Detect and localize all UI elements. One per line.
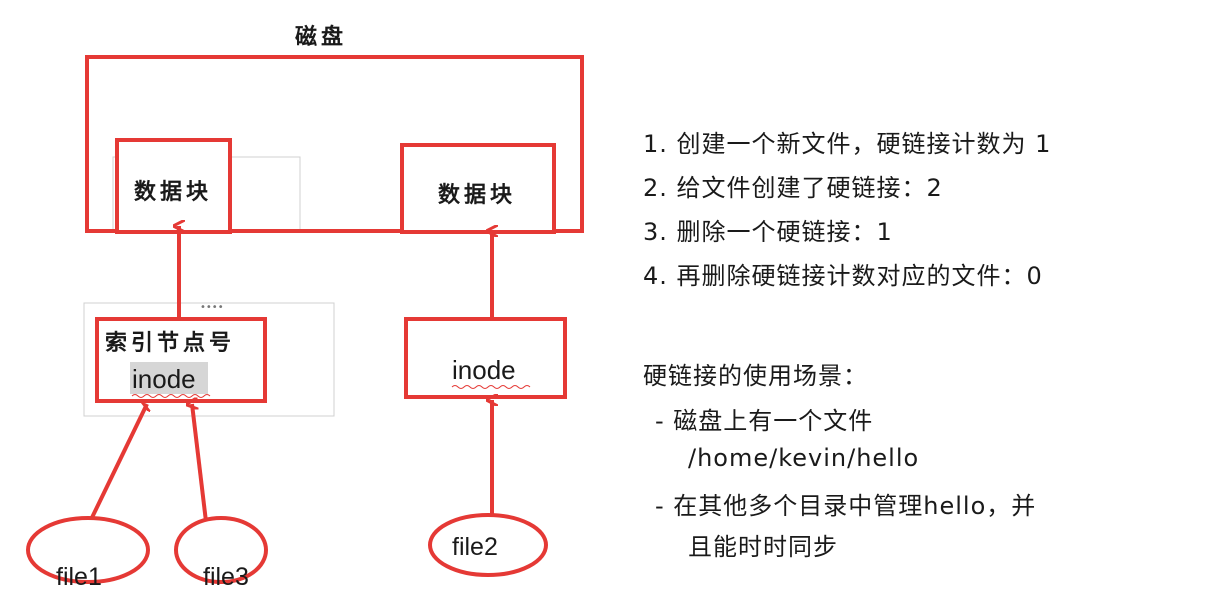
arrow-file1-to-inode — [83, 404, 147, 533]
file1-label: file1 — [56, 563, 102, 591]
arrow-file3-to-inode — [192, 404, 209, 531]
data-block-right — [400, 143, 556, 234]
selection-frame-middle — [83, 302, 335, 417]
data-block-right-label: 数据块 — [438, 182, 516, 208]
file3-node — [174, 516, 268, 584]
data-block-left-label: 数据块 — [134, 179, 212, 205]
inode-box-right — [404, 317, 567, 399]
spellcheck-underline — [131, 394, 211, 398]
spellcheck-underline — [451, 385, 531, 389]
disk-box — [85, 55, 584, 233]
index-node-title: 索引节点号 — [105, 330, 235, 356]
file2-label: file2 — [452, 533, 498, 561]
inode-left-label: inode — [132, 364, 196, 394]
data-block-left — [115, 138, 232, 234]
frame-handle-dots: •••• — [200, 302, 224, 313]
inode-highlight — [130, 362, 208, 394]
inode-right-label: inode — [452, 355, 516, 385]
file1-node — [26, 516, 150, 584]
disk-label: 磁盘 — [295, 24, 347, 50]
file2-node — [428, 513, 548, 577]
file3-label: file3 — [203, 563, 249, 591]
